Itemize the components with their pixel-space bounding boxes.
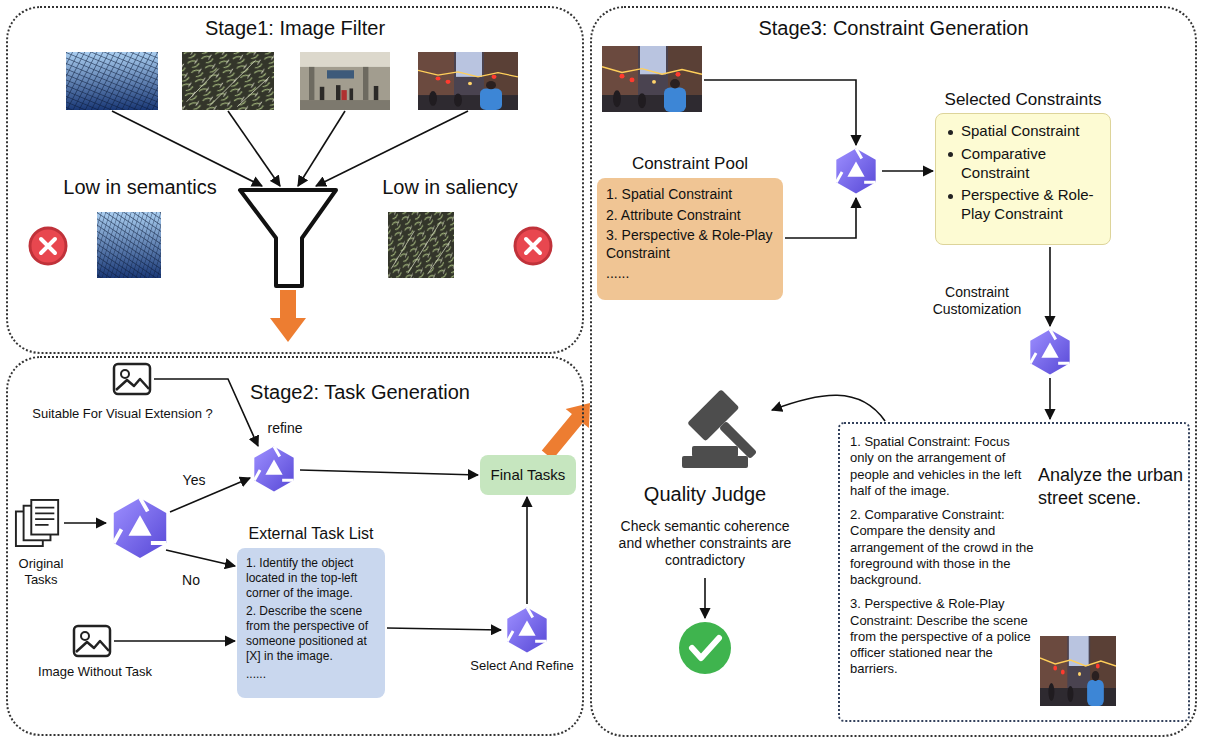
annotation-label: Low in semantics — [40, 175, 240, 199]
connector-line — [526, 497, 528, 604]
selected-constraints-box: Selected ConstraintsSpatial ConstraintCo… — [935, 113, 1111, 245]
text-column: 1. Spatial Constraint: Focus only on the… — [840, 424, 1036, 696]
gavel-icon — [692, 446, 738, 457]
reject-icon — [515, 228, 551, 264]
annotation-label: Check semantic coherence and whether con… — [615, 518, 795, 568]
approved-icon — [679, 622, 731, 674]
image-icon — [114, 364, 150, 394]
funnel-symbol — [240, 190, 336, 286]
stage-panel: Stage3: Constraint GenerationConstraint … — [590, 6, 1197, 737]
connector-line — [166, 550, 235, 566]
input-images — [418, 52, 518, 110]
rejected-images — [97, 212, 161, 278]
input-images — [300, 52, 390, 110]
funnel-lines — [316, 111, 468, 186]
connector-line — [785, 198, 856, 238]
customization-box: 1. Spatial Constraint: Focus only on the… — [838, 422, 1190, 722]
connector-line — [1049, 378, 1051, 419]
connector-line — [300, 470, 478, 475]
box-heading: External Task List — [248, 524, 373, 544]
gavel-icon — [682, 389, 771, 472]
approved-icon — [679, 622, 731, 674]
constraint-item: 2. Comparative Constraint: Compare the d… — [850, 507, 1036, 588]
bullet-row: Comparative Constraint — [945, 145, 1101, 183]
annotation-label: Yes — [176, 472, 212, 489]
list-item: ...... — [606, 265, 774, 283]
constraint-pool-box: Constraint Pool1. Spatial Constraint2. A… — [597, 178, 783, 300]
annotation-label: Quality Judge — [625, 482, 785, 506]
approved-icon — [692, 638, 719, 658]
input-images — [66, 52, 518, 110]
list-item: 3. Perspective & Role-Play Constraint — [606, 227, 774, 262]
annotation-label: No — [176, 572, 206, 589]
funnel-lines — [112, 111, 262, 186]
constraint-item: 1. Spatial Constraint: Focus only on the… — [850, 434, 1036, 499]
model-logo — [836, 148, 875, 193]
reject-icon — [30, 228, 66, 264]
annotation-label: refine — [255, 420, 315, 437]
reject-icon — [515, 228, 551, 264]
connector-line — [882, 170, 933, 172]
reject-icon — [526, 239, 540, 253]
reject-icon — [41, 239, 55, 253]
flow-arrow — [270, 290, 306, 342]
connector-line — [704, 578, 706, 618]
stage-title: Stage3: Constraint Generation — [592, 16, 1195, 40]
list-item: 2. Attribute Constraint — [606, 207, 774, 225]
gavel-icon — [682, 456, 748, 468]
model-logo — [507, 607, 546, 652]
connector-line — [704, 80, 856, 145]
model-logo — [1030, 329, 1069, 374]
bullet-dot — [948, 152, 953, 157]
reject-icon — [30, 228, 66, 264]
constraint-item: 3. Perspective & Role-Play Constraint: D… — [850, 596, 1036, 677]
box-heading: Selected Constraints — [945, 89, 1102, 110]
street-image — [602, 46, 702, 112]
model-logo — [254, 446, 293, 491]
list-item: 2. Describe the scene from the perspecti… — [246, 604, 376, 664]
gavel-icon — [719, 421, 757, 459]
gavel-icon — [687, 389, 770, 472]
connector-line — [170, 478, 250, 512]
task-list-box: External Task List1. Identify the object… — [237, 548, 385, 698]
connector-line — [64, 522, 106, 524]
funnel-lines — [112, 111, 468, 186]
box-label: Final Tasks — [491, 466, 566, 484]
annotation-label: Suitable For Visual Extension ? — [20, 406, 225, 422]
bullet-dot — [948, 130, 953, 135]
input-images — [182, 52, 274, 110]
document-icon — [16, 500, 58, 546]
rejected-images — [388, 212, 454, 278]
task-instruction: Analyze the urban street scene. — [1038, 464, 1186, 509]
annotation-label: Low in saliency — [345, 175, 555, 199]
model-logo — [114, 498, 166, 558]
connector-line — [772, 395, 885, 421]
list-item: ...... — [246, 667, 376, 682]
list-item: 1. Identify the object located in the to… — [246, 556, 376, 601]
input-images — [66, 52, 158, 110]
list-item: Perspective & Role-Play Constraint — [961, 186, 1101, 224]
street-image — [1040, 636, 1116, 706]
annotation-label: Select And Refine — [462, 658, 582, 674]
stage-title: Stage1: Image Filter — [8, 16, 582, 40]
bullet-row: Perspective & Role-Play Constraint — [945, 186, 1101, 224]
annotation-label: Original Tasks — [10, 556, 72, 587]
connector-line — [1049, 247, 1051, 326]
result-box: Final Tasks — [480, 455, 576, 495]
stage-title: Stage2: Task Generation — [138, 380, 582, 404]
connector-line — [114, 640, 235, 642]
annotation-label: Image Without Task — [20, 664, 170, 680]
box-heading: Constraint Pool — [632, 153, 748, 174]
funnel-lines — [228, 111, 280, 186]
connector-line — [387, 628, 501, 630]
image-icon — [74, 626, 110, 656]
annotation-label: Constraint Customization — [912, 284, 1042, 318]
bullet-row: Spatial Constraint — [945, 122, 1101, 141]
rejected-images — [97, 212, 454, 278]
bullet-dot — [948, 194, 953, 199]
list-item: Comparative Constraint — [961, 145, 1101, 183]
list-item: Spatial Constraint — [961, 122, 1101, 141]
list-item: 1. Spatial Constraint — [606, 186, 774, 204]
